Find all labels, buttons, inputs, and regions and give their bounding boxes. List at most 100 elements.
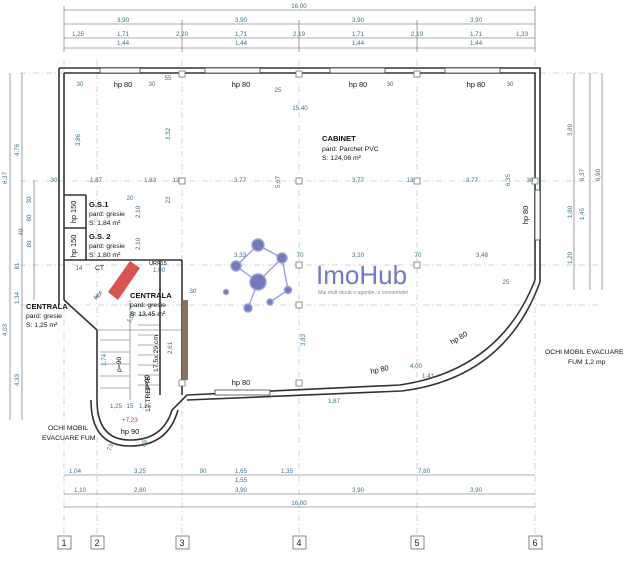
- top-dim-r3-1: 1,44: [117, 40, 130, 47]
- top-dim-r2-8: 1,71: [470, 31, 483, 38]
- int-dim-45: 85: [140, 439, 149, 448]
- evac-right-line1: OCHI MOBIL EVACUARE: [545, 349, 624, 356]
- top-dim-r3-4: 1,44: [470, 40, 483, 47]
- left-inner-1: 30: [26, 196, 33, 203]
- bottom-dim-8: 1,10: [74, 487, 87, 494]
- int-dim-36: 3,83: [300, 333, 307, 346]
- evac-left-line1: OCHI MOBIL: [48, 425, 88, 432]
- room-cabinet-area: S: 124,06 m²: [322, 155, 362, 162]
- int-dim-33: 25: [503, 279, 510, 286]
- int-dim-25: 3,33: [234, 252, 247, 259]
- top-dim-r2-5: 2,19: [293, 31, 306, 38]
- left-dim-2: 4,76: [14, 143, 21, 156]
- right-dim-1: 3,89: [567, 123, 574, 136]
- hp-label-6: hp 80: [369, 363, 389, 376]
- bottom-dim-5: 1,35: [281, 468, 294, 475]
- room-gs2-floor: pard: gresie: [89, 243, 125, 250]
- top-dim-r3-2: 1,44: [235, 40, 248, 47]
- hp-label-11: hp 150: [69, 235, 78, 258]
- right-dim-3: 6,90: [595, 168, 602, 181]
- top-dim-r3-3: 1,44: [352, 40, 365, 47]
- top-dim-r2-2: 1,71: [117, 31, 130, 38]
- int-dim-19: 3,77: [466, 177, 479, 184]
- int-dim-18: 6,35: [505, 173, 512, 186]
- watermark-tagline: Mai mult decât o agenție, o comunitate!: [318, 290, 409, 296]
- hp-label-2: hp 80: [232, 80, 251, 89]
- molecule-logo-icon: [222, 238, 293, 313]
- int-dim-43: 1,25: [139, 403, 152, 410]
- stairs-label: 17 TREPTE: [145, 375, 152, 412]
- int-dim-17: 3,77: [352, 177, 365, 184]
- top-dim-r2-6: 1,71: [352, 31, 365, 38]
- room-centrala-left: CENTRALA pard: gresie S: 1,25 m²: [26, 302, 68, 329]
- axis-label-2: 2: [94, 538, 99, 548]
- hp-label-5: hp 80: [521, 206, 530, 225]
- int-dim-21: 20: [127, 195, 134, 202]
- right-dim-6: 1,20: [567, 251, 574, 264]
- int-dim-3: 30: [387, 81, 394, 88]
- room-cabinet-floor: pard: Parchet PVC: [322, 146, 379, 153]
- left-inner-5: 81: [14, 262, 21, 269]
- top-dim-r2-4: 1,71: [235, 31, 248, 38]
- int-dim-8: 3,86: [75, 133, 82, 146]
- room-gs1-floor: pard: gresie: [89, 211, 125, 218]
- top-dim-1: 3,90: [117, 17, 130, 24]
- room-centrala-mid-name: CENTRALA: [130, 291, 172, 300]
- hp-label-10: hp 150: [69, 201, 78, 224]
- int-dim-39: 1,41: [422, 373, 435, 380]
- top-dim-4: 3,90: [470, 17, 483, 24]
- room-centrala-mid-area: S: 13,45 m²: [130, 311, 166, 318]
- bottom-dim-11: 3,90: [352, 487, 365, 494]
- int-dim-26: 70: [297, 252, 304, 259]
- watermark-brand: ImoHub: [316, 260, 407, 290]
- int-dim-35: 2,61: [167, 341, 174, 354]
- axis-label-3: 3: [179, 538, 184, 548]
- windows: [99, 67, 541, 396]
- room-centrala-mid-floor: pard: gresie: [130, 302, 166, 309]
- int-dim-10: 30: [51, 177, 58, 184]
- room-gs2-name: G.S. 2: [89, 232, 111, 241]
- room-gs2-area: S: 1,80 m²: [89, 252, 121, 259]
- room-centrala-left-name: CENTRALA: [26, 302, 68, 311]
- left-inner-6: 1,34: [14, 291, 21, 304]
- axis-label-6: 6: [532, 538, 537, 548]
- left-inner-2: 80: [26, 214, 33, 221]
- p90-label-a: p=90: [116, 356, 123, 372]
- int-dim-4: 30: [507, 81, 514, 88]
- right-dim-4: 1,80: [567, 205, 574, 218]
- imohub-watermark: ImoHub Mai mult decât o agenție, o comun…: [222, 238, 409, 313]
- int-dim-22: 23: [165, 196, 172, 203]
- room-gs1-name: G.S.1: [89, 200, 109, 209]
- bottom-dim-3: 90: [200, 468, 207, 475]
- top-dimensions: 16,00 3,90 3,90 3,90 3,90 1,25 1,71 2,20…: [63, 3, 536, 52]
- hp-label-7: hp 80: [448, 329, 469, 346]
- bottom-dim-2: 3,25: [134, 468, 147, 475]
- int-dim-11: 1,87: [90, 177, 103, 184]
- int-dim-44: 73: [106, 443, 115, 452]
- bottom-dim-6: 7,80: [418, 468, 431, 475]
- right-dim-5: 1,45: [579, 207, 586, 220]
- int-dim-32: 30: [190, 288, 197, 295]
- left-dim-1: 6,37: [2, 171, 9, 184]
- bottom-dim-12: 3,90: [470, 487, 483, 494]
- ct-label: CT: [95, 265, 104, 272]
- red-duct: [108, 261, 140, 300]
- room-cabinet-name: CABINET: [322, 134, 356, 143]
- left-dim-4: 4,33: [14, 373, 21, 386]
- left-dim-3: 4,03: [2, 323, 9, 336]
- partition-bar: [182, 300, 188, 380]
- int-dim-2: 30: [149, 81, 156, 88]
- room-gs2: G.S. 2 pard: gresie S: 1,80 m²: [89, 232, 125, 259]
- int-dim-31: 1,00: [153, 267, 166, 274]
- axis-markers: 1 2 3 4 5 6: [57, 535, 543, 550]
- hp-label-4: hp 80: [467, 80, 486, 89]
- p90-label-b: p=90: [144, 374, 151, 390]
- int-dim-1: 30: [77, 81, 84, 88]
- int-dim-42: 15: [127, 403, 134, 410]
- int-dim-14: 3,77: [234, 177, 247, 184]
- int-dim-24: 2,10: [135, 237, 142, 250]
- level-label: +7,23: [122, 417, 138, 424]
- room-gs1-area: S: 1,84 m²: [89, 220, 121, 227]
- bottom-dim-7: 1,55: [235, 477, 248, 484]
